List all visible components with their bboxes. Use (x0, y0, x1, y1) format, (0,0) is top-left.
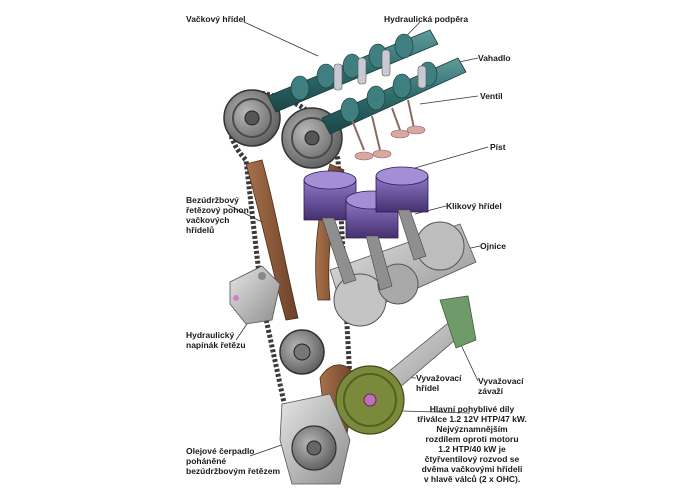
label-valve: Ventil (480, 91, 503, 101)
pistons (303, 166, 429, 239)
crank-sprocket (279, 329, 325, 375)
label-oil-pump: Olejové čerpadlo poháněné bezúdržbovým ř… (186, 446, 280, 476)
label-hydraulic-support: Hydraulická podpěra (384, 14, 469, 24)
camshaft-lower (321, 57, 467, 135)
label-camshaft: Vačkový hřídel (186, 14, 246, 24)
con-rods (321, 209, 427, 291)
chain-tensioner (229, 265, 281, 325)
camshaft-upper (267, 29, 439, 113)
label-balance-weight: Vyvažovací závaží (478, 376, 524, 396)
label-timing-chain-drive: Bezúdržbový řetězový pohon vačkových hří… (186, 195, 249, 235)
label-rocker: Vahadlo (478, 53, 511, 63)
caption: Hlavní pohyblivé díly třiválce 1.2 12V H… (417, 404, 527, 484)
hydraulic-supports (333, 49, 427, 91)
cam-sprocket-left (223, 89, 281, 147)
valves (351, 99, 426, 161)
oil-pump (279, 393, 351, 485)
chain-guide-left (245, 159, 299, 321)
label-chain-tensioner: Hydraulický napínák řetězu (186, 330, 246, 350)
crankshaft (329, 221, 477, 327)
label-con-rod: Ojnice (480, 241, 506, 251)
label-piston: Píst (490, 142, 506, 152)
label-balance-shaft: Vyvažovací hřídel (416, 373, 462, 393)
label-crankshaft: Klikový hřídel (446, 201, 502, 211)
balance-gear (335, 365, 405, 435)
